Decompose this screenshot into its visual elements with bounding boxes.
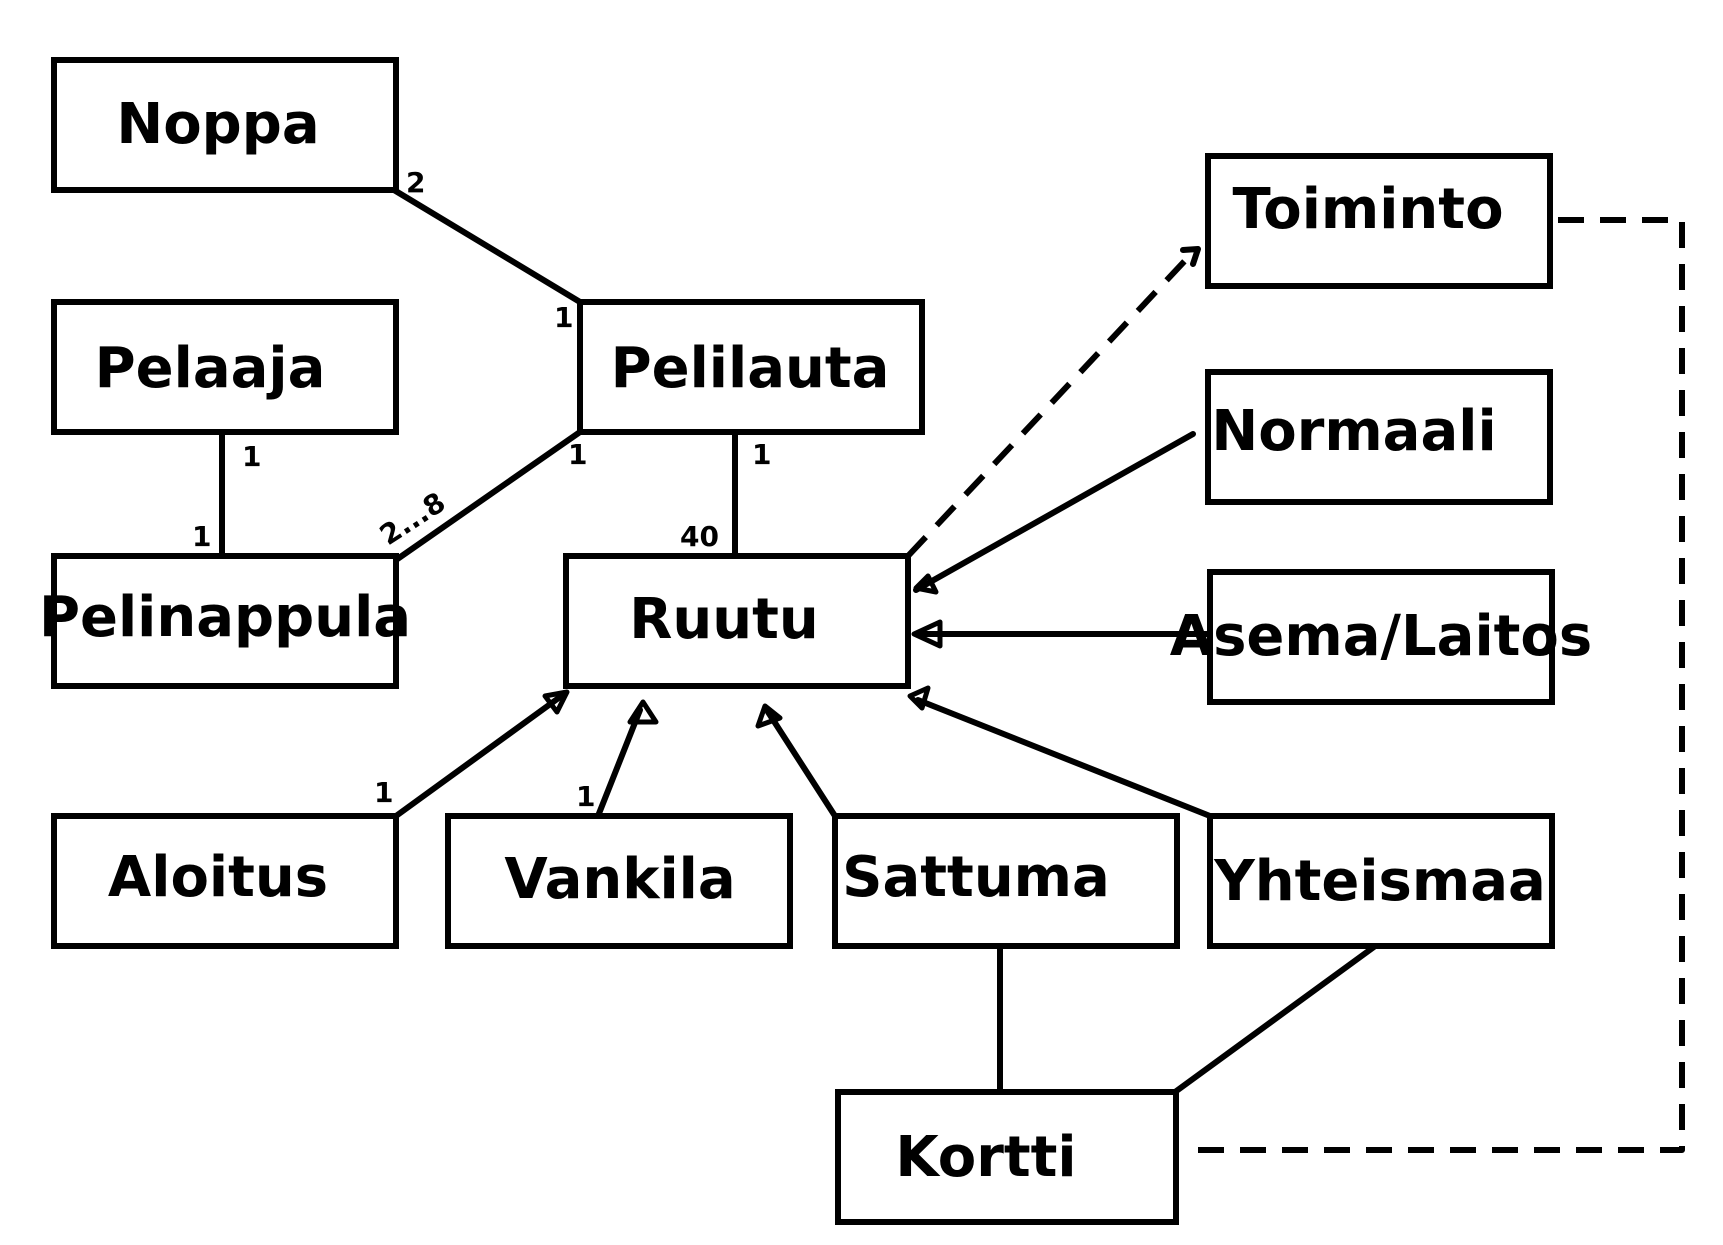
- class-yhteismaa: Yhteismaa: [1207, 813, 1555, 949]
- arrowhead-toiminto: [1180, 246, 1201, 267]
- class-normaali: Normaali: [1205, 369, 1553, 505]
- class-asema-laitos: Asema/Laitos: [1170, 569, 1593, 705]
- class-noppa: Noppa: [51, 57, 399, 193]
- arrowhead-aloitus: [542, 689, 570, 715]
- class-label: Pelinappula: [39, 585, 411, 650]
- edge-yhteismaa-kortti: [1172, 941, 1381, 1095]
- arrowhead-sattuma: [755, 703, 783, 729]
- class-label: Aloitus: [108, 845, 328, 910]
- class-pelaaja: Pelaaja: [51, 299, 399, 435]
- class-aloitus: Aloitus: [51, 813, 399, 949]
- class-ruutu: Ruutu: [563, 553, 911, 689]
- arrowhead-yhteismaa: [907, 685, 931, 711]
- class-vankila: Vankila: [445, 813, 793, 949]
- multiplicity-ruutu: 40: [680, 520, 719, 553]
- class-label: Pelaaja: [95, 336, 326, 401]
- class-kortti: Kortti: [835, 1089, 1179, 1225]
- arrowhead-asema: [911, 619, 943, 649]
- class-label: Pelilauta: [611, 336, 890, 401]
- multiplicity-vankila: 1: [576, 780, 595, 813]
- class-label: Toiminto: [1232, 177, 1503, 242]
- edge-aloitus-ruutu: [393, 694, 563, 819]
- class-label: Vankila: [504, 847, 735, 912]
- class-toiminto: Toiminto: [1205, 153, 1553, 289]
- multiplicity-pelilauta-noppa: 1: [554, 301, 573, 334]
- edge-kortti-toiminto: [1183, 217, 1685, 1153]
- edge-pelinappula-pelilauta: [393, 429, 583, 563]
- class-label: Ruutu: [629, 587, 819, 652]
- edge-yhteismaa-ruutu: [915, 697, 1213, 819]
- class-label: Yhteismaa: [1213, 849, 1546, 914]
- class-pelilauta: Pelilauta: [577, 299, 925, 435]
- multiplicity-pelinappula: 2...8: [374, 486, 451, 552]
- class-label: Asema/Laitos: [1170, 604, 1593, 669]
- class-label: Sattuma: [842, 845, 1110, 910]
- edge-noppa-pelilauta: [391, 187, 583, 305]
- multiplicity-pelaaja: 1: [242, 440, 261, 473]
- edge-ruutu-toiminto: [905, 247, 1198, 559]
- multiplicity-pelilauta-pelinappula: 1: [568, 438, 587, 471]
- class-label: Kortti: [895, 1125, 1076, 1190]
- arrowhead-vankila: [627, 699, 659, 725]
- class-label: Noppa: [116, 92, 319, 157]
- edge-sattuma-ruutu: [765, 709, 838, 819]
- class-label: Normaali: [1211, 399, 1496, 464]
- arrowhead-normaali: [913, 573, 939, 595]
- multiplicity-aloitus: 1: [374, 776, 393, 809]
- class-pelinappula: Pelinappula: [39, 553, 411, 689]
- multiplicity-pelinappula-pelaaja: 1: [192, 520, 211, 553]
- multiplicity-pelilauta-ruutu: 1: [752, 438, 771, 471]
- edge-vankila-ruutu: [595, 707, 643, 819]
- multiplicity-noppa: 2: [406, 166, 425, 199]
- class-sattuma: Sattuma: [832, 813, 1180, 949]
- edge-normaali-ruutu: [913, 431, 1196, 593]
